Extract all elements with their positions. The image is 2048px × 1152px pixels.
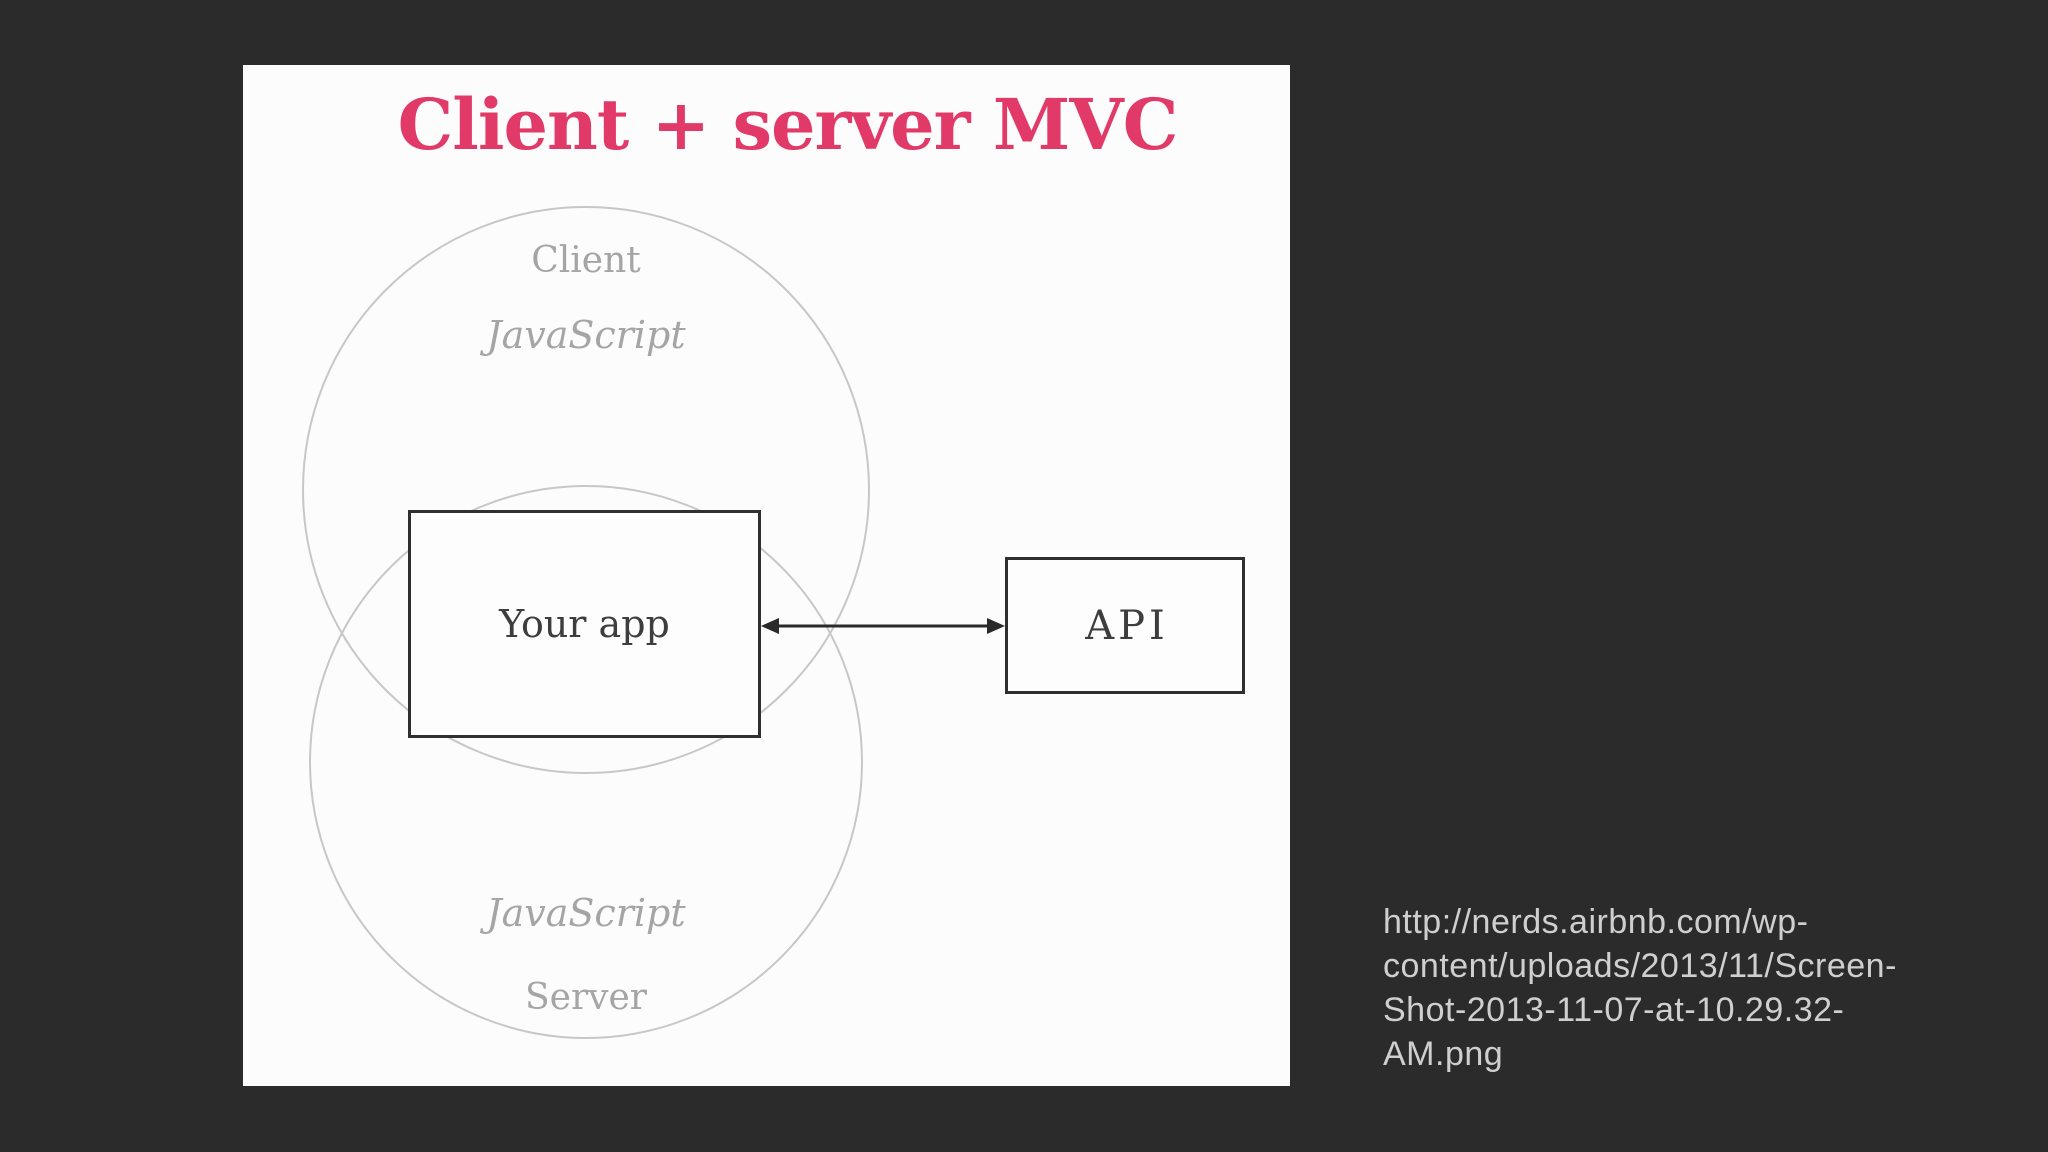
your-app-label: Your app — [499, 602, 670, 646]
your-app-box: Your app — [408, 510, 761, 738]
caption-line-1: http://nerds.airbnb.com/wp- — [1383, 903, 1809, 941]
server-javascript-label: JavaScript — [486, 891, 686, 935]
slide: Client + server MVC Client JavaScript Ja… — [243, 65, 1290, 1086]
slide-title: Client + server MVC — [397, 83, 1179, 166]
server-circle — [309, 485, 863, 1039]
client-javascript-label: JavaScript — [486, 313, 686, 357]
caption-line-3: Shot-2013-11-07-at-10.29.32- — [1383, 991, 1845, 1029]
double-arrow-icon — [761, 618, 1005, 634]
client-label: Client — [531, 240, 641, 281]
server-label: Server — [524, 977, 648, 1018]
api-label: API — [1085, 602, 1169, 649]
caption-line-4: AM.png — [1383, 1035, 1504, 1073]
caption-line-2: content/uploads/2013/11/Screen- — [1383, 947, 1897, 985]
api-box: API — [1005, 557, 1245, 694]
image-url-caption: http://nerds.airbnb.com/wp- content/uplo… — [1383, 900, 2003, 1076]
